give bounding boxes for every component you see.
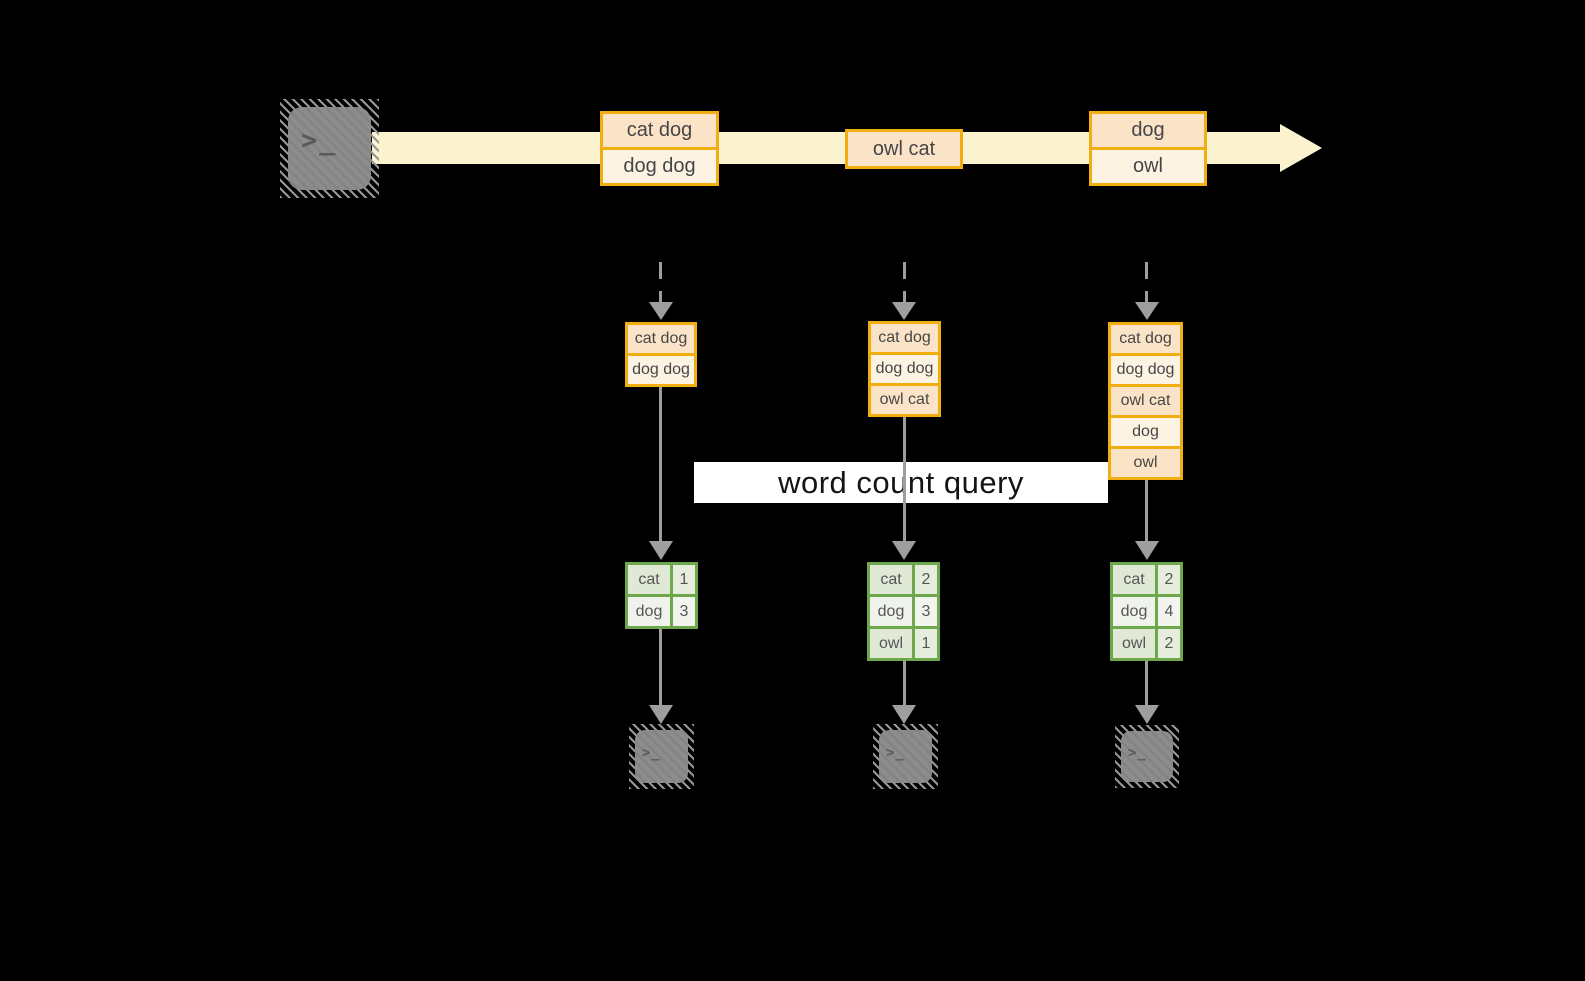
micro-batch-input-3: cat dog dog dog owl cat dog owl bbox=[1108, 322, 1183, 480]
event-row: owl cat bbox=[845, 129, 963, 169]
query-arrowhead-icon bbox=[892, 541, 916, 560]
query-arrowhead-icon bbox=[1135, 541, 1159, 560]
count-value-cell: 2 bbox=[1158, 629, 1180, 658]
output-terminal-icon-3: >_ bbox=[1115, 725, 1179, 788]
input-line: dog dog bbox=[868, 352, 941, 386]
output-arrow-line bbox=[903, 661, 906, 706]
output-terminal-icon-2: >_ bbox=[873, 724, 938, 789]
source-terminal-screen: >_ bbox=[288, 107, 371, 190]
count-value-cell: 1 bbox=[673, 565, 695, 594]
timeline-batch-2: owl cat bbox=[845, 129, 963, 169]
output-arrowhead-icon bbox=[892, 705, 916, 724]
count-word-cell: dog bbox=[628, 597, 670, 626]
dashed-arrow-line bbox=[659, 262, 662, 302]
input-line: dog dog bbox=[1108, 353, 1183, 387]
micro-batch-input-1: cat dog dog dog bbox=[625, 322, 697, 387]
timeline-batch-3: dog owl bbox=[1089, 111, 1207, 186]
query-arrowhead-icon bbox=[649, 541, 673, 560]
input-line: owl cat bbox=[868, 383, 941, 417]
terminal-prompt-icon: >_ bbox=[642, 744, 661, 761]
query-arrow-line bbox=[659, 387, 662, 542]
count-value-cell: 4 bbox=[1158, 597, 1180, 626]
count-word-cell: cat bbox=[870, 565, 912, 594]
count-word-cell: cat bbox=[628, 565, 670, 594]
query-arrow-line bbox=[903, 417, 906, 542]
output-arrowhead-icon bbox=[649, 705, 673, 724]
terminal-prompt-icon: >_ bbox=[1128, 744, 1147, 761]
count-value-cell: 2 bbox=[1158, 565, 1180, 594]
timeline-batch-1: cat dog dog dog bbox=[600, 111, 719, 186]
event-row: cat dog bbox=[600, 111, 719, 150]
event-row: dog dog bbox=[600, 147, 719, 186]
count-word-cell: owl bbox=[1113, 629, 1155, 658]
output-terminal-icon-1: >_ bbox=[629, 724, 694, 789]
event-row: dog bbox=[1089, 111, 1207, 150]
output-terminal-screen: >_ bbox=[879, 730, 932, 783]
input-line: owl cat bbox=[1108, 384, 1183, 418]
query-label: word count query bbox=[694, 462, 1108, 503]
dashed-arrowhead-icon bbox=[892, 302, 916, 320]
output-arrow-line bbox=[1145, 661, 1148, 706]
terminal-prompt-icon: >_ bbox=[886, 744, 905, 761]
count-value-cell: 3 bbox=[915, 597, 937, 626]
count-value-cell: 3 bbox=[673, 597, 695, 626]
terminal-prompt-icon: >_ bbox=[301, 125, 338, 156]
micro-batch-input-2: cat dog dog dog owl cat bbox=[868, 321, 941, 417]
input-line: dog dog bbox=[625, 353, 697, 387]
dashed-arrowhead-icon bbox=[1135, 302, 1159, 320]
input-line: dog bbox=[1108, 415, 1183, 449]
count-value-cell: 1 bbox=[915, 629, 937, 658]
count-value-cell: 2 bbox=[915, 565, 937, 594]
count-word-cell: cat bbox=[1113, 565, 1155, 594]
input-line: owl bbox=[1108, 446, 1183, 480]
count-word-cell: dog bbox=[870, 597, 912, 626]
stream-timeline-arrowhead-icon bbox=[1280, 124, 1322, 172]
count-table-2: cat 2 dog 3 owl 1 bbox=[867, 562, 940, 661]
event-row: owl bbox=[1089, 147, 1207, 186]
dashed-arrow-line bbox=[1145, 262, 1148, 302]
output-terminal-screen: >_ bbox=[635, 730, 688, 783]
source-terminal-icon: >_ bbox=[280, 99, 379, 198]
input-line: cat dog bbox=[1108, 322, 1183, 356]
count-word-cell: owl bbox=[870, 629, 912, 658]
dashed-arrow-line bbox=[903, 262, 906, 302]
output-terminal-screen: >_ bbox=[1121, 731, 1173, 782]
output-arrow-line bbox=[659, 629, 662, 706]
output-arrowhead-icon bbox=[1135, 705, 1159, 724]
dashed-arrowhead-icon bbox=[649, 302, 673, 320]
count-table-1: cat 1 dog 3 bbox=[625, 562, 698, 629]
count-word-cell: dog bbox=[1113, 597, 1155, 626]
query-arrow-line bbox=[1145, 480, 1148, 542]
count-table-3: cat 2 dog 4 owl 2 bbox=[1110, 562, 1183, 661]
input-line: cat dog bbox=[625, 322, 697, 356]
input-line: cat dog bbox=[868, 321, 941, 355]
